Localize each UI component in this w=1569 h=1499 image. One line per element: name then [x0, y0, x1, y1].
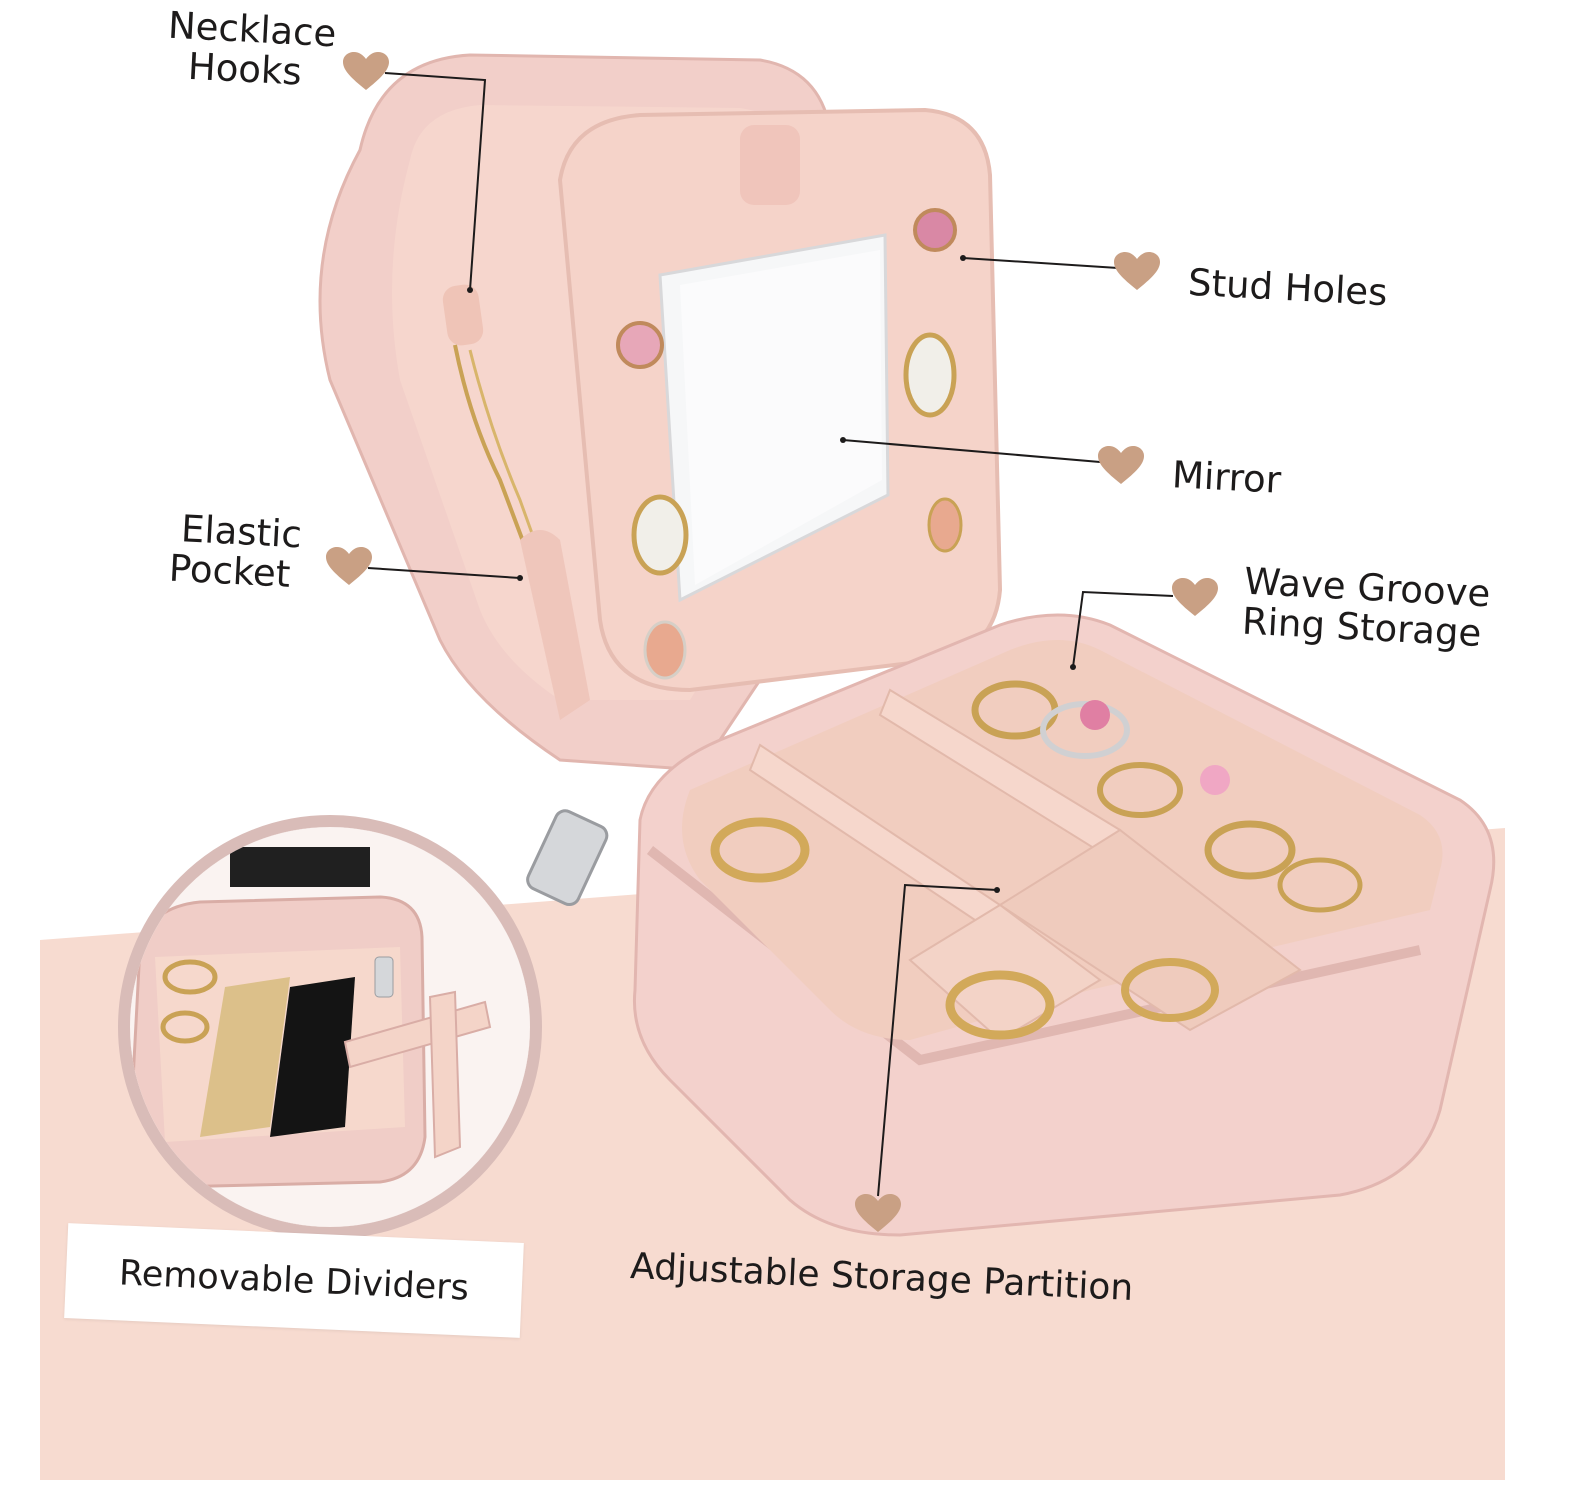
inset-illustration: [130, 827, 530, 1227]
mirror-label: Mirror: [1170, 453, 1283, 502]
elastic-label-line2: Pocket: [167, 546, 292, 596]
heart-icon: [1114, 252, 1160, 290]
necklace-hooks-label: Necklace Hooks: [165, 4, 337, 95]
removable-dividers-caption: Removable Dividers: [64, 1223, 524, 1338]
removable-dividers-text: Removable Dividers: [118, 1252, 470, 1309]
inset-detail-circle: [118, 815, 542, 1239]
heart-icon: [1172, 578, 1218, 616]
heart-icon: [855, 1194, 901, 1232]
heart-icon: [1098, 446, 1144, 484]
heart-icon: [326, 547, 372, 585]
heart-icon: [343, 52, 389, 90]
elastic-pocket-label: Elastic Pocket: [167, 507, 303, 596]
wave-groove-label: Wave Groove Ring Storage: [1241, 560, 1491, 655]
